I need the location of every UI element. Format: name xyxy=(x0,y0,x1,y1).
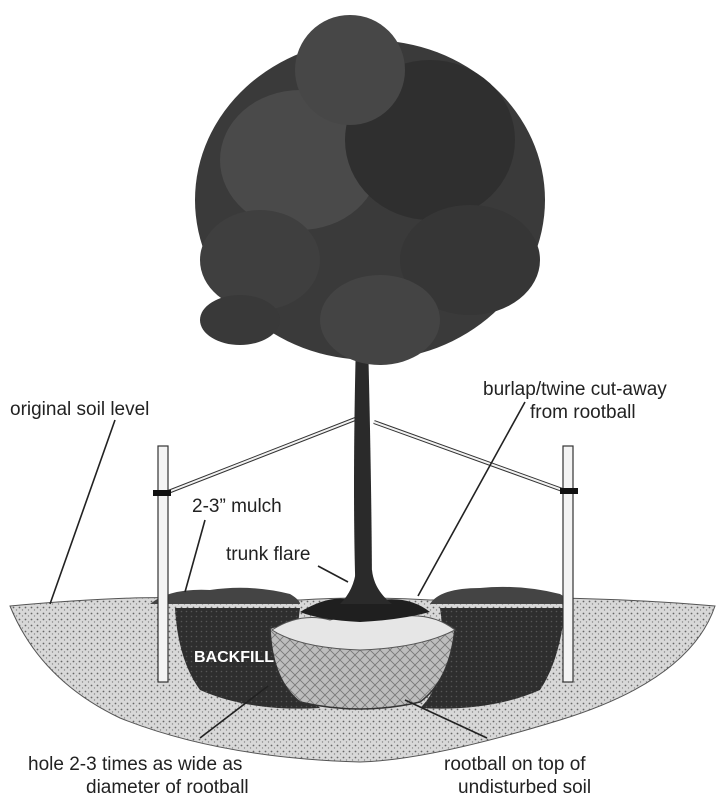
right-stake xyxy=(563,446,573,682)
label-hole-line1: hole 2-3 times as wide as xyxy=(28,754,242,775)
label-rootball-line1: rootball on top of xyxy=(444,754,586,775)
trunk-flare xyxy=(340,570,392,604)
leader-burlap xyxy=(418,402,525,596)
right-guy-wire-inner xyxy=(374,422,568,492)
leader-mulch xyxy=(185,520,205,592)
label-burlap-line2: from rootball xyxy=(530,402,636,423)
trunk xyxy=(354,340,372,604)
left-stake xyxy=(158,446,168,682)
label-backfill: BACKFILL xyxy=(194,649,274,666)
label-rootball-line2: undisturbed soil xyxy=(458,777,591,797)
label-trunk-flare: trunk flare xyxy=(226,544,310,565)
label-burlap-line1: burlap/twine cut-away xyxy=(483,379,667,400)
leader-trunk-flare xyxy=(318,566,348,582)
mulch-layer xyxy=(150,588,300,604)
leader-soil-level xyxy=(50,420,115,604)
label-hole-line2: diameter of rootball xyxy=(86,777,249,797)
label-mulch: 2-3” mulch xyxy=(192,496,282,517)
ground xyxy=(10,587,715,762)
left-guy-wire-inner xyxy=(163,414,368,494)
label-original-soil-level: original soil level xyxy=(10,399,149,420)
mulch-layer-right xyxy=(430,587,570,604)
